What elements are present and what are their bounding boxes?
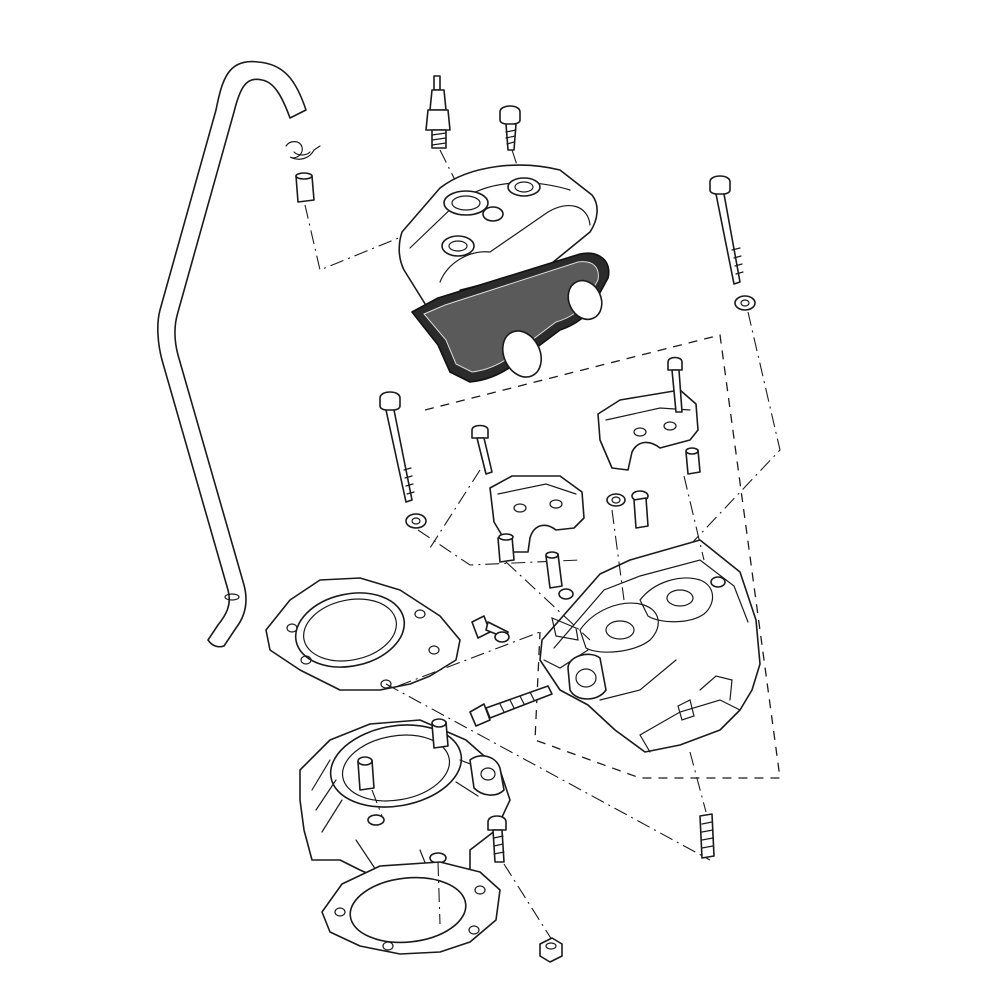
dowel-pin [545, 551, 563, 589]
assembly-boundary [424, 334, 781, 779]
washer [734, 295, 756, 311]
camshaft-cap [471, 424, 585, 563]
washer [405, 513, 427, 529]
spark-plug [425, 75, 451, 149]
cover-bolt [499, 105, 521, 151]
long-stud-bolt [709, 175, 744, 285]
dowel-pin [633, 497, 649, 529]
cover-bolt [471, 615, 510, 643]
cover-bolt [487, 815, 507, 863]
nut [539, 937, 563, 963]
camshaft-cap [597, 356, 701, 475]
hose-fitting [295, 172, 315, 203]
washer [558, 490, 649, 600]
base-gasket [321, 861, 501, 955]
breather-hose [157, 60, 307, 648]
hose-clip [285, 141, 321, 160]
cover-gasket [411, 252, 610, 383]
head-gasket [265, 577, 461, 691]
long-stud-bolt [379, 391, 415, 503]
long-stud-bolt [699, 813, 715, 859]
cylinder-block [299, 718, 511, 891]
cylinder-head [539, 539, 761, 753]
long-stud-bolt [469, 685, 553, 727]
